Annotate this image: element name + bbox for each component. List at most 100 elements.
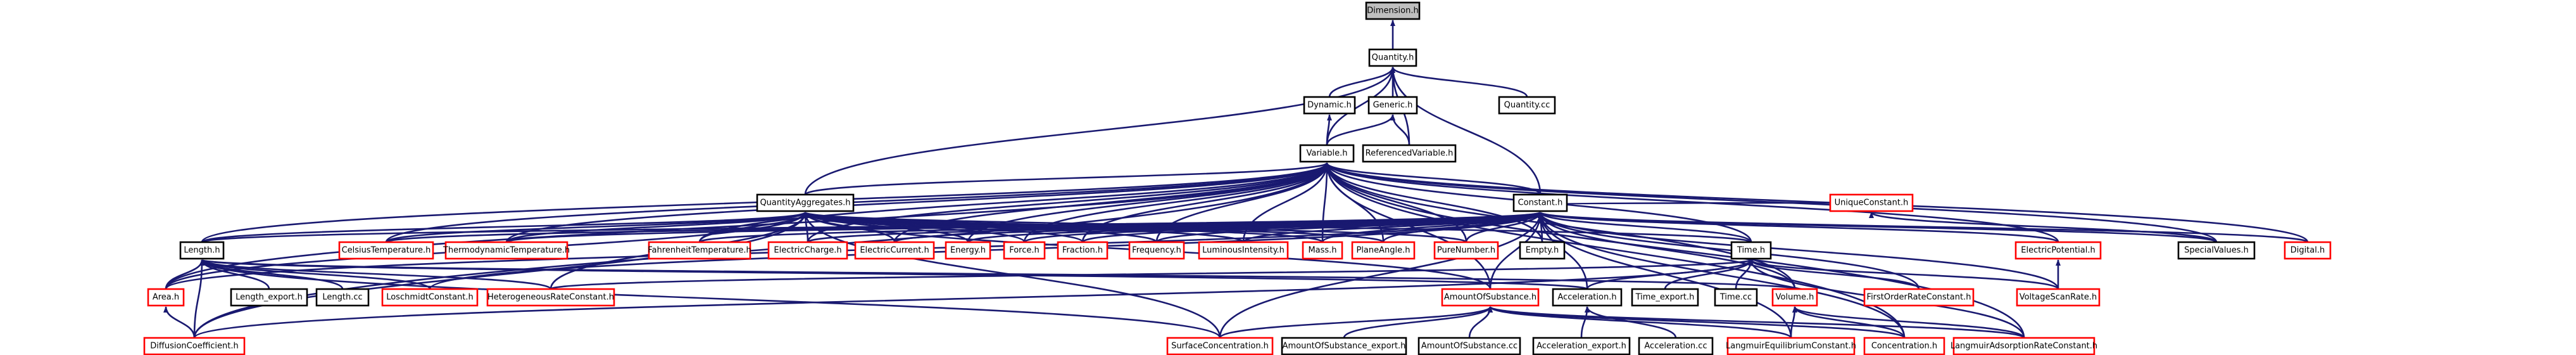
node-box (1771, 288, 1818, 307)
node-box (1362, 144, 1457, 163)
node-variable-h[interactable]: Variable.h (1299, 144, 1355, 163)
node-langmuiradsorptionrateconstant-h[interactable]: LangmuirAdsorptionRateConstant.h (1951, 337, 2097, 355)
edge-langmuiradsorptionrateconstant_h-to-volume_h (1792, 306, 2025, 339)
edge-luminousintensity_h-to-constant_h (1242, 211, 1543, 243)
edge-specialvalues_h-to-uniqueconstant_h (1869, 211, 2218, 243)
edge-surfaceconcentration_h-to-constant_h (1219, 212, 1543, 339)
node-box (143, 337, 246, 355)
node-uniqueconstant-h[interactable]: UniqueConstant.h (1829, 193, 1914, 212)
node-quantityaggregates-h[interactable]: QuantityAggregates.h (756, 193, 855, 212)
node-purenumber-h[interactable]: PureNumber.h (1433, 241, 1499, 260)
node-frequency-h[interactable]: Frequency.h (1128, 241, 1185, 260)
node-acceleration-cc[interactable]: Acceleration.cc (1638, 337, 1714, 355)
edge-referencedvariable_h-to-generic_h (1390, 114, 1411, 146)
node-amountofsubstance-cc[interactable]: AmountOfSubstance.cc (1417, 337, 1521, 355)
edge-time_h-to-constant_h (1538, 212, 1752, 243)
node-generic-h[interactable]: Generic.h (1367, 96, 1418, 115)
edge-variable_h-to-quantity_h (1326, 67, 1395, 146)
node-electricpotential-h[interactable]: ElectricPotential.h (2014, 241, 2102, 260)
node-label: DiffusionCoefficient.h (150, 342, 238, 351)
edge-voltagescanrate_h-to-constant_h (1538, 212, 2059, 290)
node-box (486, 288, 615, 307)
edge-firstorderrateconstant_h-to-constant_h (1538, 212, 1920, 290)
node-time-cc[interactable]: Time.cc (1714, 288, 1758, 307)
node-label: Variable.h (1306, 149, 1347, 158)
node-digital-h[interactable]: Digital.h (2284, 241, 2332, 260)
edge-loschmidtconstant_h-to-length_h (199, 259, 431, 290)
node-length-export-h[interactable]: Length_export.h (230, 288, 308, 307)
node-label: AmountOfSubstance_export.h (1283, 342, 1406, 351)
node-label: AmountOfSubstance.cc (1421, 342, 1517, 351)
node-loschmidtconstant-h[interactable]: LoschmidtConstant.h (381, 288, 479, 307)
node-constant-h[interactable]: Constant.h (1512, 193, 1568, 212)
node-dynamic-h[interactable]: Dynamic.h (1303, 96, 1356, 115)
node-volume-h[interactable]: Volume.h (1771, 288, 1818, 307)
node-box (147, 288, 185, 307)
node-box (1057, 241, 1109, 260)
node-label: Area.h (153, 293, 179, 302)
node-surfaceconcentration-h[interactable]: SurfaceConcentration.h (1166, 337, 1274, 355)
edge-diffusioncoefficient_h-to-length_h (193, 259, 204, 339)
node-box (1863, 288, 1975, 307)
node-box (1441, 288, 1540, 307)
node-acceleration-export-h[interactable]: Acceleration_export.h (1532, 337, 1631, 355)
edge-quantity_cc-to-quantity_h (1390, 67, 1528, 98)
node-length-h[interactable]: Length.h (179, 241, 225, 260)
node-amountofsubstance-h[interactable]: AmountOfSubstance.h (1441, 288, 1540, 307)
node-time-h[interactable]: Time.h (1730, 241, 1772, 260)
edge-purenumber_h-to-constant_h (1465, 212, 1543, 243)
node-label: Concentration.h (1871, 342, 1937, 351)
node-langmuirequilibriumconstant-h[interactable]: LangmuirEquilibriumConstant.h (1726, 337, 1856, 355)
node-specialvalues-h[interactable]: SpecialValues.h (2177, 241, 2256, 260)
node-label: LangmuirEquilibriumConstant.h (1726, 342, 1856, 351)
node-force-h[interactable]: Force.h (1003, 241, 1046, 260)
node-planeangle-h[interactable]: PlaneAngle.h (1351, 241, 1416, 260)
node-thermodynamictemperature-h[interactable]: ThermodynamicTemperature.h (443, 241, 570, 260)
edge-voltagescanrate_h-to-time_h (1749, 259, 2059, 290)
node-box (1552, 288, 1623, 307)
edge-langmuiradsorptionrateconstant_h-to-amountofsubstance_h (1488, 306, 2025, 339)
node-time-export-h[interactable]: Time_export.h (1631, 288, 1699, 307)
node-luminousintensity-h[interactable]: LuminousIntensity.h (1198, 241, 1289, 260)
node-heterogeneousrateconstant-h[interactable]: HeterogeneousRateConstant.h (486, 288, 615, 307)
node-fahrenheittemperature-h[interactable]: FahrenheitTemperature.h (648, 241, 751, 260)
node-quantity-cc[interactable]: Quantity.cc (1498, 96, 1556, 115)
node-energy-h[interactable]: Energy.h (945, 241, 991, 260)
node-mass-h[interactable]: Mass.h (1302, 241, 1343, 260)
node-concentration-h[interactable]: Concentration.h (1863, 337, 1945, 355)
node-acceleration-h[interactable]: Acceleration.h (1552, 288, 1623, 307)
edge-heterogeneousrateconstant_h-to-time_h (550, 259, 1754, 290)
node-empty-h[interactable]: Empty.h (1519, 241, 1566, 260)
node-label: VoltageScanRate.h (2020, 293, 2097, 302)
edge-quantityaggregates_h-to-variable_h (804, 162, 1329, 196)
node-fraction-h[interactable]: Fraction.h (1057, 241, 1109, 260)
node-label: HeterogeneousRateConstant.h (487, 293, 614, 302)
node-box (1367, 96, 1418, 115)
node-box (1302, 241, 1343, 260)
node-length-cc[interactable]: Length.cc (315, 288, 370, 307)
node-box (2284, 241, 2332, 260)
node-diffusioncoefficient-h[interactable]: DiffusionCoefficient.h (143, 337, 246, 355)
edge-surfaceconcentration_h-to-length_h (199, 259, 1221, 339)
node-label: Dynamic.h (1307, 101, 1352, 110)
node-electriccurrent-h[interactable]: ElectricCurrent.h (854, 241, 935, 260)
node-box (1166, 337, 1274, 355)
edge-surfaceconcentration_h-to-amountofsubstance_h (1219, 306, 1493, 339)
node-box (756, 193, 855, 212)
edge-volume_h-to-constant_h (1538, 212, 1796, 290)
node-area-h[interactable]: Area.h (147, 288, 185, 307)
node-firstorderrateconstant-h[interactable]: FirstOrderRateConstant.h (1863, 288, 1975, 307)
edge-diffusioncoefficient_h-to-quantityaggregates_h (193, 212, 808, 339)
node-label: Dimension.h (1367, 6, 1418, 16)
node-box (444, 241, 569, 260)
node-voltagescanrate-h[interactable]: VoltageScanRate.h (2016, 288, 2101, 307)
node-box (1365, 1, 1421, 20)
node-quantity-h[interactable]: Quantity.h (1368, 48, 1417, 67)
node-electriccharge-h[interactable]: ElectricCharge.h (767, 241, 848, 260)
edge-variable_h-to-dynamic_h (1326, 114, 1332, 146)
node-amountofsubstance-export-h[interactable]: AmountOfSubstance_export.h (1281, 337, 1407, 355)
node-celsiustemperature-h[interactable]: CelsiusTemperature.h (338, 241, 434, 260)
node-label: PureNumber.h (1437, 246, 1495, 255)
edge-empty_h-to-variable_h (1324, 162, 1543, 243)
node-referencedvariable-h[interactable]: ReferencedVariable.h (1362, 144, 1457, 163)
